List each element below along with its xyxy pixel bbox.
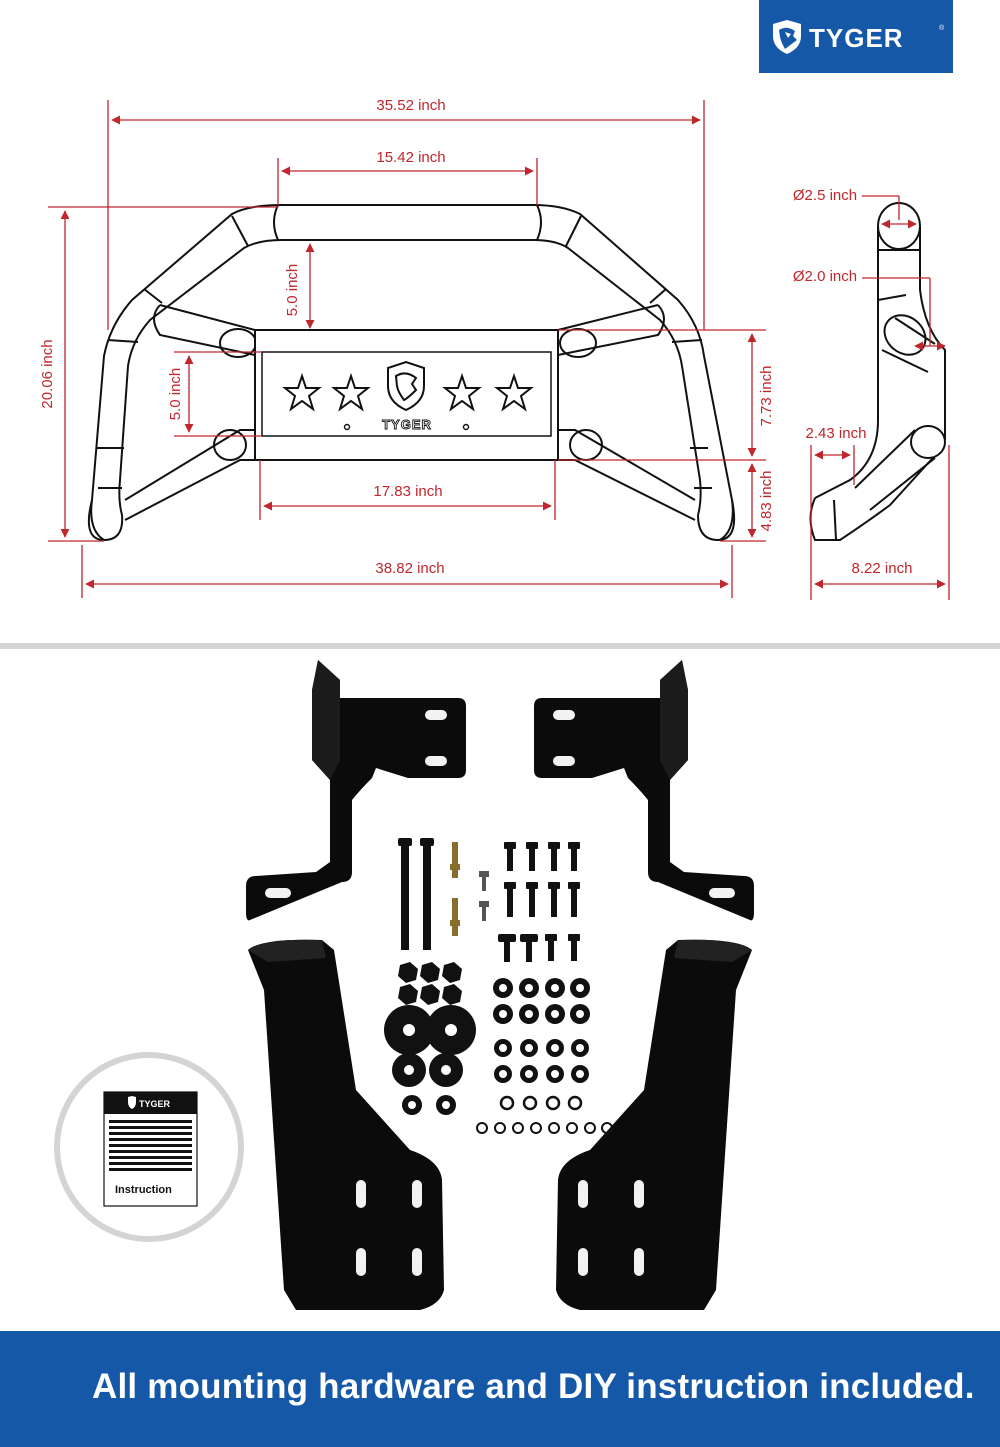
small-screws [479,871,489,921]
registered-mark: ® [939,24,945,32]
dim-bottom-width: 38.82 inch [375,560,444,577]
dim-main-tube-diameter: Ø2.5 inch [793,187,857,204]
star-icon [331,372,371,412]
bolt-grid [498,842,580,962]
upper-right-bracket [534,660,754,921]
instruction-manual: TYGER Instruction [54,1052,244,1242]
section-divider [0,643,1000,649]
lower-left-bracket [248,939,444,1310]
outer-hoop-inner [118,239,702,516]
lion-shield-icon [773,20,801,54]
dim-plate-height: 7.73 inch [758,366,775,427]
dim-top-inner-width: 15.42 inch [376,149,445,166]
dim-plate-gap: 5.0 inch [167,368,184,421]
side-dimension-lines [810,195,950,600]
lower-right-bracket [556,939,752,1310]
side-view [809,202,946,541]
banner-text: All mounting hardware and DIY instructio… [92,1367,975,1406]
outer-hoop [90,204,734,541]
manual-brand: TYGER [139,1099,171,1109]
dimension-diagram: TYGER 35.52 inch 15.42 inch 20.06 inch 5… [39,97,950,600]
washer-grid [493,978,590,1083]
dim-top-outer-width: 35.52 inch [376,97,445,114]
washer-grid-holes [499,984,584,1078]
plate-stars [282,372,534,412]
dim-offset: 2.43 inch [806,425,867,442]
tyger-logo-mark: TYGER ® [773,20,945,54]
dim-cross-tube-diameter: Ø2.0 inch [793,268,857,285]
hex-nuts [398,962,462,1005]
studs [450,842,460,936]
upper-left-bracket [246,660,466,921]
dim-plate-width: 17.83 inch [373,483,442,500]
manual-label: Instruction [115,1184,172,1196]
manual-text-lines [109,1120,192,1171]
lion-shield-icon [128,1096,136,1109]
star-icon [442,372,482,412]
small-washers [499,1095,583,1111]
star-icon [494,372,534,412]
front-dimension-lines [48,100,766,598]
plate-hole [462,423,470,431]
dim-upper-gap: 5.0 inch [284,264,301,317]
plate-lion-icon [387,360,425,412]
plate-label: TYGER [382,417,432,432]
dim-total-height: 20.06 inch [39,339,56,408]
large-washers [384,1005,476,1115]
plate-hole [343,423,351,431]
dim-lower-height: 4.83 inch [758,471,775,532]
brand-logo: TYGER ® [759,0,953,73]
dim-depth: 8.22 inch [852,560,913,577]
logo-wordmark: TYGER [809,23,904,53]
hardware-kit: TYGER Instruction [54,660,754,1310]
star-icon [282,372,322,412]
lock-washers [476,1122,613,1134]
footer-banner: All mounting hardware and DIY instructio… [0,1331,1000,1447]
long-bolts [398,838,434,950]
